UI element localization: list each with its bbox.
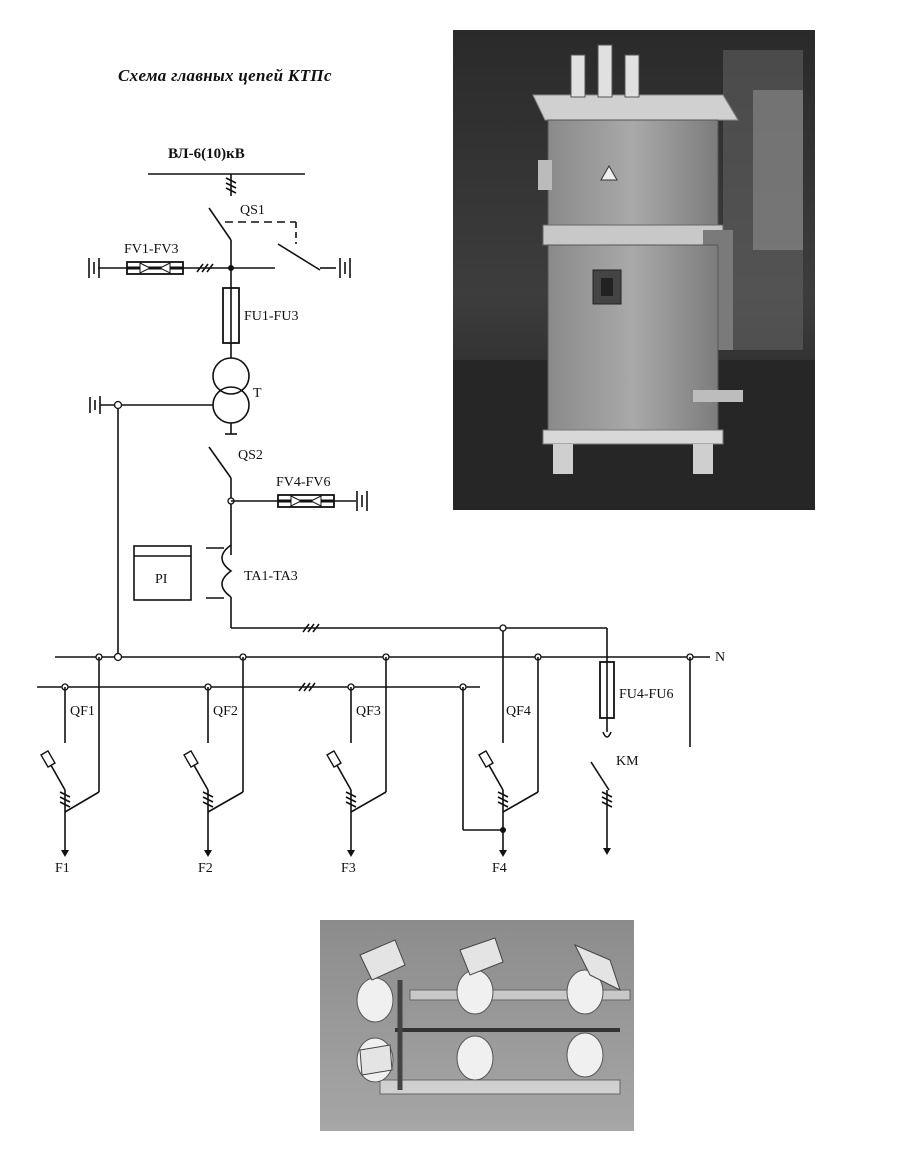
fv4-label: FV4-FV6 (276, 475, 330, 490)
fu1-label: FU1-FU3 (244, 309, 298, 324)
qs1-label: QS1 (240, 203, 265, 218)
feeder-f1: QF1 F1 (40, 657, 100, 876)
km-label: KM (616, 754, 639, 769)
qs2-switch: QS2 (208, 446, 263, 555)
feeder-f3: QF3 F3 (326, 657, 387, 876)
transformer: T (212, 357, 262, 435)
phase-feeder-line (231, 623, 608, 687)
current-transformer: TA1-TA3 (206, 544, 298, 628)
diagram-title: Схема главных цепей КТПс (118, 66, 332, 85)
fu1-fuse: FU1-FU3 (222, 268, 298, 358)
fv1-label: FV1-FV3 (124, 242, 178, 257)
disconnector-photo (320, 920, 634, 1131)
neutral-bus: N (55, 650, 725, 665)
f4-label: F4 (492, 861, 507, 876)
f1-label: F1 (55, 861, 70, 876)
qf1-label: QF1 (70, 704, 95, 719)
pi-label: PI (155, 572, 168, 587)
qf3-label: QF3 (356, 704, 381, 719)
transformer-label: T (253, 386, 262, 401)
f2-label: F2 (198, 861, 213, 876)
neutral-conductor (89, 396, 213, 657)
substation-photo (453, 30, 815, 510)
incoming-line: ВЛ-6(10)кВ (148, 146, 305, 196)
fv4-arrester: FV4-FV6 (231, 475, 368, 511)
qs2-label: QS2 (238, 448, 263, 463)
hv-node-bus: FV1-FV3 (88, 242, 351, 278)
feeder-f4: QF4 F4 (462, 657, 539, 876)
f3-label: F3 (341, 861, 356, 876)
lv-bus (37, 682, 480, 692)
ta-label: TA1-TA3 (244, 569, 298, 584)
km-branch: FU4-FU6 KM (590, 657, 691, 855)
fu4-label: FU4-FU6 (619, 687, 673, 702)
pi-meter: PI (133, 545, 192, 601)
qs1-disconnector: QS1 (208, 203, 297, 268)
qf2-label: QF2 (213, 704, 238, 719)
qf4-label: QF4 (506, 704, 531, 719)
feeder-f2: QF2 F2 (183, 657, 244, 876)
n-label: N (715, 650, 725, 665)
line-label: ВЛ-6(10)кВ (168, 146, 245, 162)
